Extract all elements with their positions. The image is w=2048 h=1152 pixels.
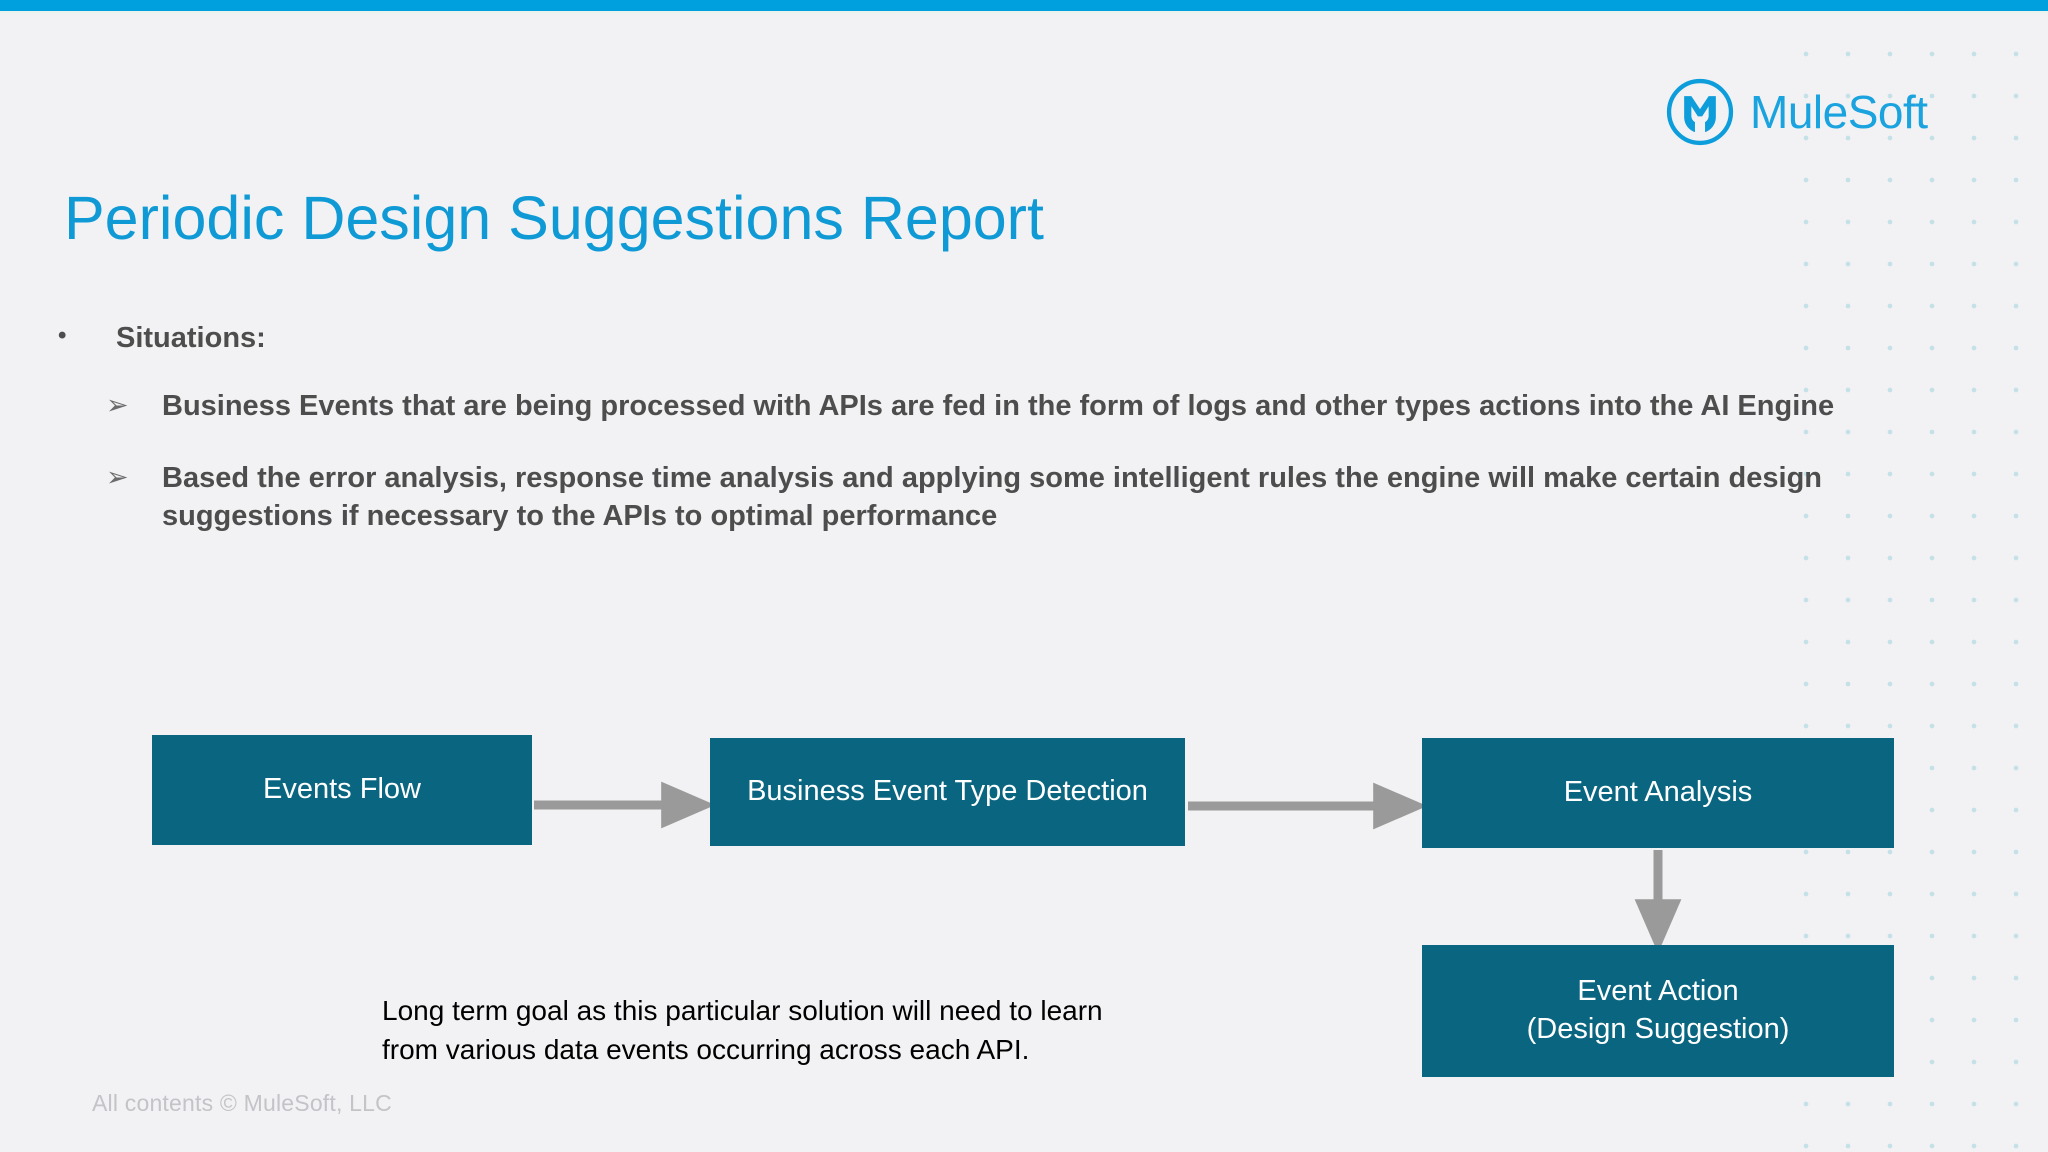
flow-node-detection-label: Business Event Type Detection [747,775,1148,808]
copyright-footer: All contents © MuleSoft, LLC [92,1090,392,1116]
bullet-list: • Situations: ➢ Business Events that are… [58,320,1978,569]
diagram-caption-line1: Long term goal as this particular soluti… [382,995,1103,1026]
mulesoft-m-icon [1664,76,1736,148]
flow-node-business-event-type-detection[interactable]: Business Event Type Detection [710,738,1185,846]
flow-node-event-analysis[interactable]: Event Analysis [1422,738,1894,848]
top-accent-bar [0,0,2048,11]
flow-node-action-label: Event Action (Design Suggestion) [1527,973,1790,1048]
sub-bullet-error-analysis: ➢ Based the error analysis, response tim… [58,460,1978,535]
page-title: Periodic Design Suggestions Report [64,184,1044,252]
sub-bullet-business-events-text: Business Events that are being processed… [162,390,1835,423]
chevron-bullet-icon: ➢ [106,390,129,421]
mulesoft-logo: MuleSoft [1664,76,1964,148]
flow-node-action-line1: Event Action [1577,975,1739,1008]
bullet-situations: • Situations: [58,320,1978,356]
sub-bullet-business-events: ➢ Business Events that are being process… [58,388,1978,426]
flow-node-events-flow[interactable]: Events Flow [152,735,532,845]
flow-node-events-flow-label: Events Flow [263,773,421,806]
top-accent-bar-shadow [0,11,2048,15]
bullet-marker-dot: • [58,322,67,349]
bullet-situations-label: Situations: [116,322,266,354]
flow-node-action-line2: (Design Suggestion) [1526,1013,1790,1045]
chevron-bullet-icon: ➢ [106,461,129,492]
flow-node-analysis-label: Event Analysis [1563,776,1753,809]
flow-node-event-action[interactable]: Event Action (Design Suggestion) [1422,945,1894,1077]
diagram-caption-line2: from various data events occurring acros… [382,1033,1030,1065]
sub-bullet-error-analysis-text: Based the error analysis, response time … [162,461,1822,532]
mulesoft-wordmark: MuleSoft [1750,86,1928,138]
diagram-caption: Long term goal as this particular soluti… [382,992,1182,1069]
